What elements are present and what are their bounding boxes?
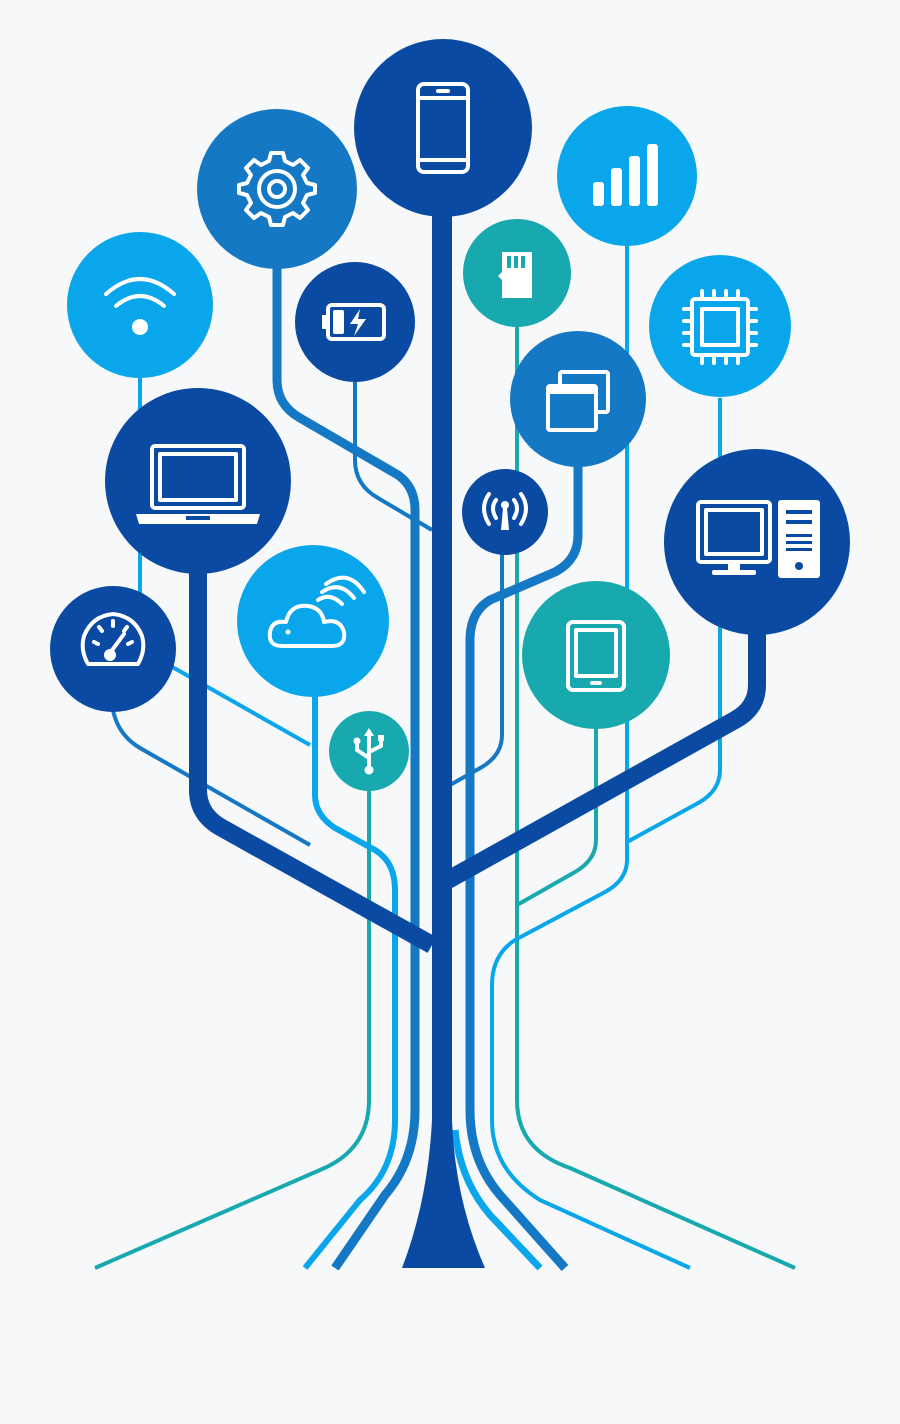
node-antenna [462,469,548,555]
wire-antenna [449,552,504,787]
wire-settings [272,268,420,1271]
node-circle [354,39,532,217]
node-signal [557,106,697,246]
node-circle [664,449,850,635]
node-circle [67,232,213,378]
node-circle [522,581,670,729]
speedometer-icon [80,612,146,666]
wire-tablet [516,728,598,907]
wire-sdcard [515,325,796,1270]
battery-charging-icon [322,303,386,341]
wire-windows [465,465,583,1271]
gear-icon [237,151,317,227]
tablet-icon [566,620,626,692]
node-cloud [237,545,389,697]
wire-windows-root [451,1129,543,1271]
trunk [402,210,485,1268]
node-layer [50,39,850,791]
node-laptop [105,388,291,574]
node-usb [329,711,409,791]
wire-cloud [302,695,398,1270]
node-circle [649,255,791,397]
node-tablet [522,581,670,729]
node-speedometer [50,586,176,712]
wire-speedometer-cross [111,709,311,847]
wire-desktop [443,630,766,888]
wire-processor [626,398,722,844]
wifi-icon [104,277,176,335]
node-windows [510,331,646,467]
desktop-computer-icon [696,500,820,578]
antenna-broadcast-icon [482,492,528,530]
node-desktop [664,449,850,635]
wire-wifi-cross [159,658,311,747]
wire-usb [94,790,371,1270]
wire-signal [490,245,691,1270]
node-circle [105,388,291,574]
cpu-chip-icon [682,289,758,365]
signal-bars-icon [593,144,658,206]
app-windows-icon [546,370,610,432]
node-wifi [67,232,213,378]
laptop-icon [136,444,260,524]
wire-laptop [189,570,437,953]
wire-layer [94,210,796,1271]
node-settings [197,109,357,269]
node-sd-card [463,219,571,327]
smartphone-icon [416,82,470,174]
cloud-wireless-icon [267,575,366,648]
node-battery [295,262,415,382]
node-circle [557,106,697,246]
node-processor [649,255,791,397]
node-circle [237,545,389,697]
node-circle [197,109,357,269]
sd-card-icon [498,252,532,298]
wire-battery [353,382,434,532]
usb-icon [353,728,384,775]
node-smartphone [354,39,532,217]
